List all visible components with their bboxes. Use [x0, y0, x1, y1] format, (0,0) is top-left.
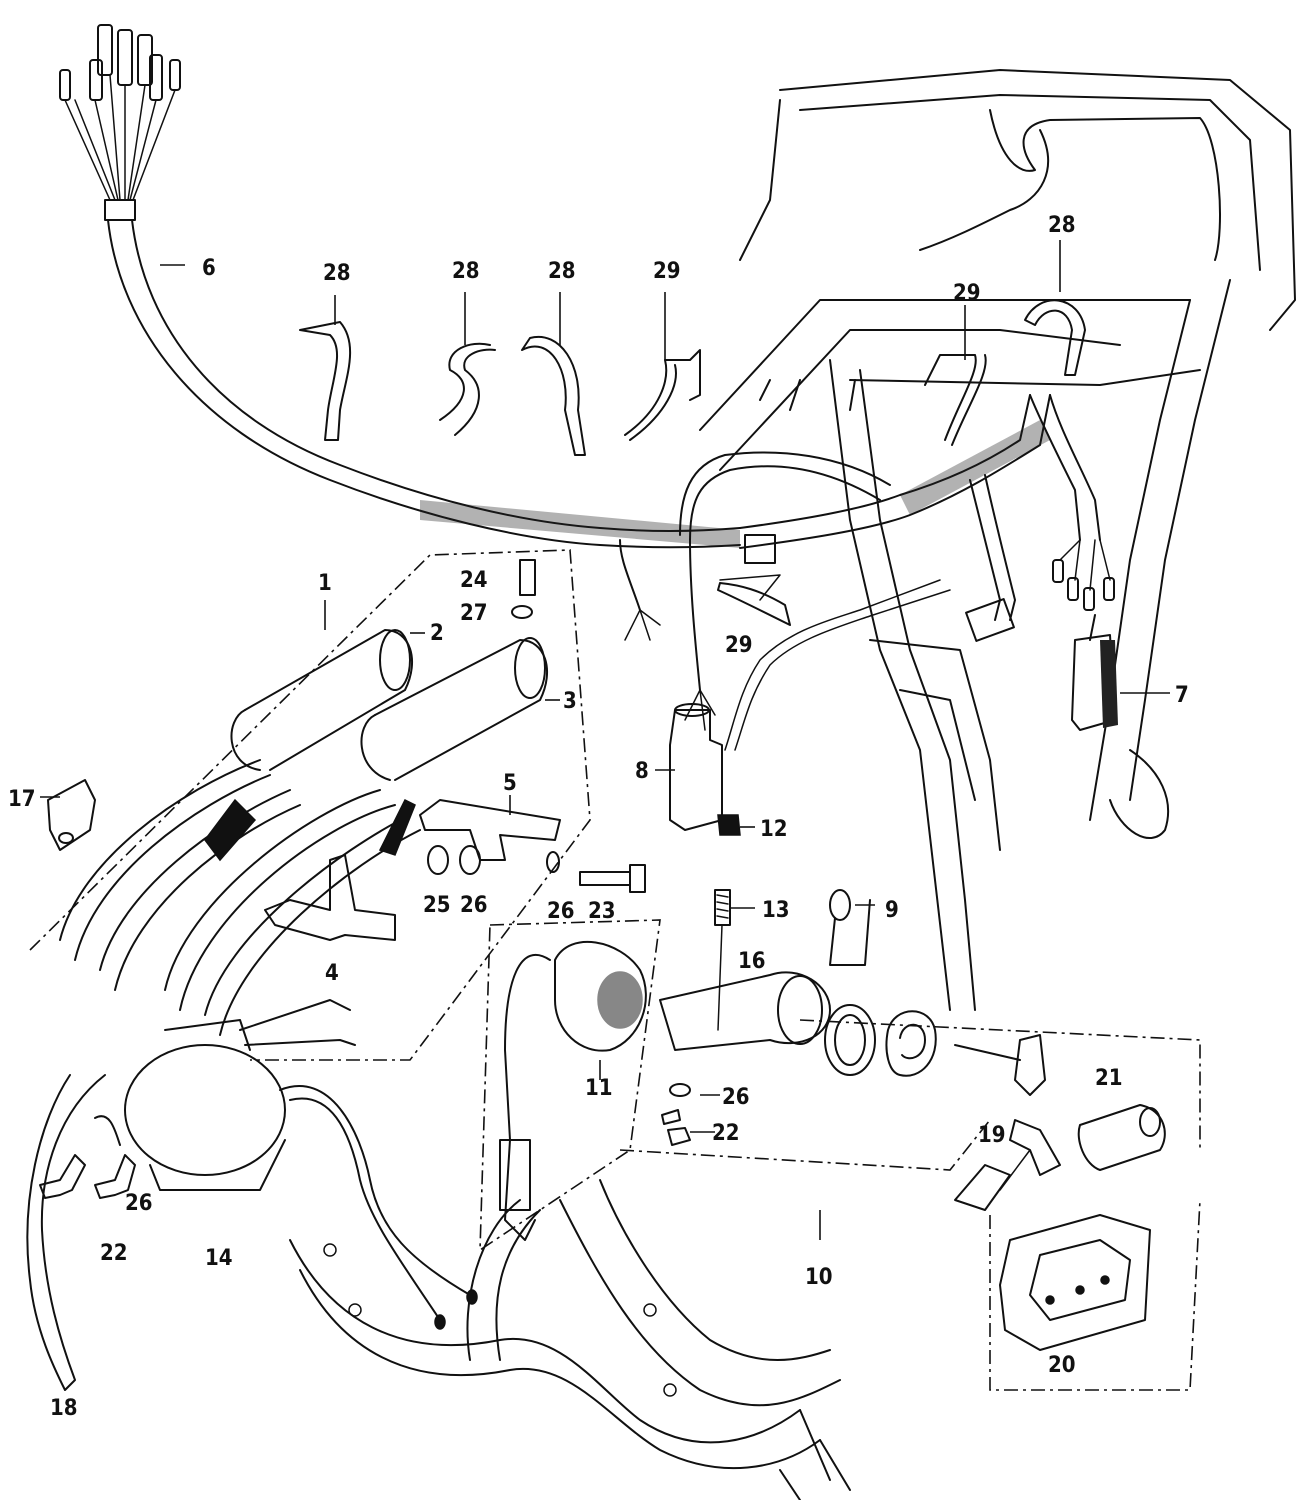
callout-27: 27: [460, 601, 488, 626]
callout-9: 9: [885, 898, 899, 923]
callout-22b: 22: [100, 1241, 128, 1266]
leader-lines: [40, 240, 1170, 1240]
harness-clamps: [299, 299, 1086, 626]
callout-labels: 6 28 28 28 29 28 29 24 27 1 2 29 7 3 5 8…: [8, 213, 1189, 1421]
callout-4: 4: [325, 961, 339, 986]
contact-breaker-cover: [124, 999, 478, 1330]
callout-2: 2: [430, 621, 444, 646]
callout-18: 18: [50, 1396, 78, 1421]
callout-5: 5: [503, 771, 517, 796]
callout-20: 20: [1048, 1353, 1076, 1378]
callout-28b: 28: [452, 259, 480, 284]
left-hardware: [26, 779, 136, 1391]
callout-8: 8: [635, 759, 649, 784]
callout-13: 13: [762, 898, 790, 923]
callout-6: 6: [202, 256, 216, 281]
callout-29b: 29: [953, 281, 981, 306]
center-parts: [479, 579, 1201, 1252]
callout-19: 19: [978, 1123, 1006, 1148]
coil-brackets: [264, 559, 646, 941]
ignition-switch-boundary: [989, 1199, 1201, 1391]
callout-23: 23: [588, 899, 616, 924]
ignition-coil-assembly: [29, 549, 591, 1061]
callout-22a: 22: [712, 1121, 740, 1146]
callout-16: 16: [738, 949, 766, 974]
motorcycle-frame: [289, 69, 1296, 1500]
callout-17: 17: [8, 787, 36, 812]
callout-14: 14: [205, 1246, 233, 1271]
right-parts: [824, 614, 1201, 1391]
callout-28a: 28: [323, 261, 351, 286]
callout-26a: 26: [460, 893, 488, 918]
callout-3: 3: [563, 689, 577, 714]
harness-connector-bundle: [59, 24, 181, 221]
callout-7: 7: [1175, 683, 1189, 708]
callout-28d: 28: [1048, 213, 1076, 238]
callout-29a: 29: [653, 259, 681, 284]
callout-29c: 29: [725, 633, 753, 658]
switch-assembly-boundary: [479, 919, 661, 1252]
callout-12: 12: [760, 817, 788, 842]
callout-11: 11: [585, 1076, 613, 1101]
callout-21: 21: [1095, 1066, 1123, 1091]
callout-25: 25: [423, 893, 451, 918]
callout-28c: 28: [548, 259, 576, 284]
callout-24: 24: [460, 568, 488, 593]
coil-assembly-boundary: [29, 549, 591, 1061]
callout-10: 10: [805, 1265, 833, 1290]
main-wire-harness: [59, 24, 1115, 731]
callout-26c: 26: [722, 1085, 750, 1110]
callout-26b: 26: [547, 899, 575, 924]
callout-26d: 26: [125, 1191, 153, 1216]
callout-1: 1: [318, 571, 332, 596]
